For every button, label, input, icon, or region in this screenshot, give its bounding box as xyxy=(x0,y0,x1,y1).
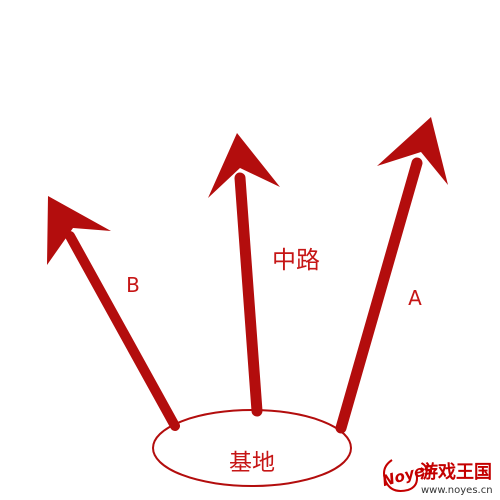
arrow-middle xyxy=(208,133,280,417)
watermark-url: www.noyes.cn xyxy=(421,485,493,496)
route-a-label: A xyxy=(408,286,422,310)
watermark: Noyes 游戏王国 www.noyes.cn xyxy=(380,459,493,496)
base-label: 基地 xyxy=(229,450,275,476)
arrow-b xyxy=(47,196,180,431)
route-middle-label: 中路 xyxy=(272,246,320,274)
arrow-a xyxy=(335,117,448,434)
route-b-label: B xyxy=(126,273,140,297)
watermark-title: 游戏王国 xyxy=(420,461,492,483)
